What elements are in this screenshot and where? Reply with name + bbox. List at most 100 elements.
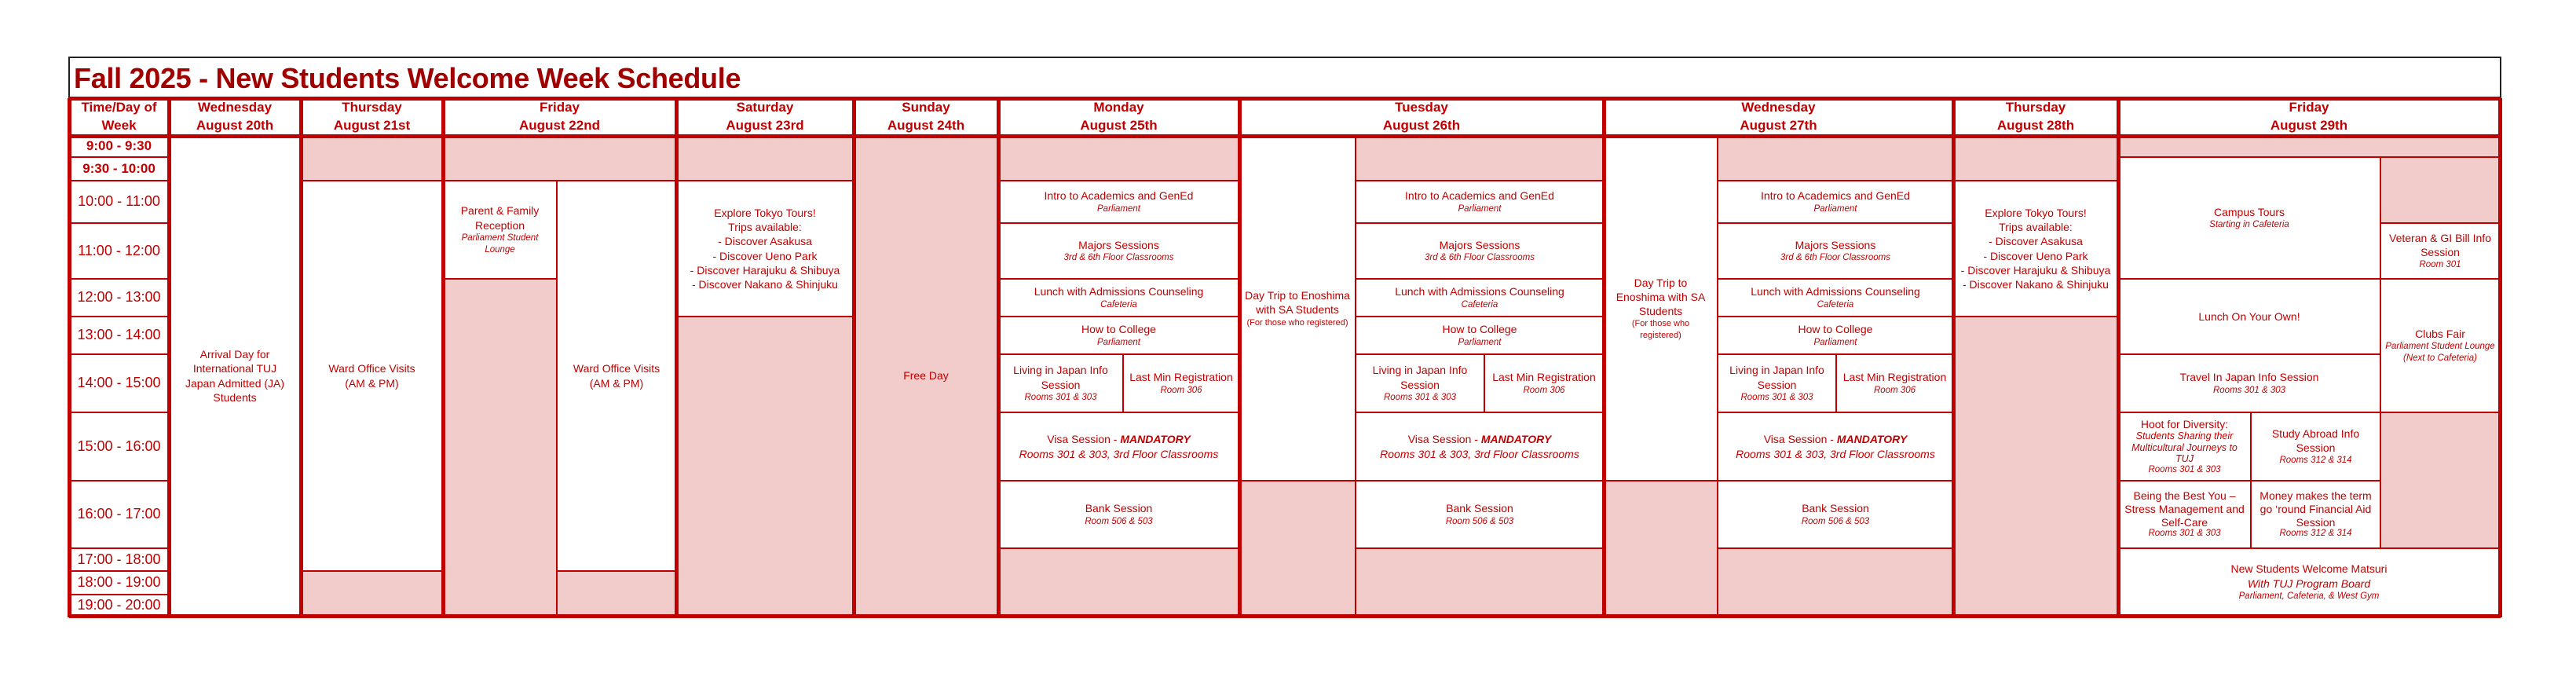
event-title: Bank Session — [1446, 502, 1513, 515]
event-title: Clubs Fair — [2415, 327, 2465, 340]
event-location: 3rd & 6th Floor Classrooms — [1780, 253, 1890, 263]
event-line: - Discover Ueno Park — [712, 249, 818, 262]
event-line: - Discover Harajuku & Shibuya — [690, 263, 840, 276]
event-title-text: Visa Session - — [1047, 433, 1121, 446]
event-location: Room 306 — [1873, 385, 1916, 395]
event-location: Rooms 312 & 314 — [2279, 456, 2352, 466]
event-location: Rooms 301 & 303 — [1383, 392, 1457, 402]
event-note: (For those who registered) — [1631, 319, 1690, 340]
event-location: Parliament — [1458, 337, 1502, 347]
column-divider — [68, 98, 71, 617]
event-title: Day Trip to Enoshima with SA Students — [1615, 276, 1706, 318]
event-best-you: Being the Best You – Stress Management a… — [2118, 481, 2251, 548]
unavailable-block — [301, 571, 443, 616]
event-day-trip: Day Trip to Enoshima with SA Students(Fo… — [1604, 136, 1718, 481]
day-date: August 23rd — [726, 118, 804, 133]
column-divider — [675, 98, 679, 617]
day-name: Sunday — [902, 100, 950, 115]
event-location: Rooms 301 & 303 — [2148, 464, 2221, 474]
event-location: Rooms 301 & 303 — [1024, 392, 1097, 402]
unavailable-block — [676, 136, 854, 181]
column-divider — [997, 98, 1001, 617]
column-divider — [441, 98, 445, 617]
event-title: Lunch with Admissions Counseling — [1751, 285, 1920, 298]
day-name: Wednesday — [197, 100, 273, 115]
event-title: Intro to Academics and GenEd — [1044, 189, 1194, 203]
event-title: Bank Session — [1085, 502, 1153, 515]
event-ward-office: Ward Office Visits(AM & PM) — [557, 181, 676, 571]
event-title: Bank Session — [1802, 502, 1869, 515]
time-slot: 16:00 - 17:00 — [69, 481, 169, 548]
event-location: Rooms 301 & 303, 3rd Floor Classrooms — [1736, 447, 1935, 460]
event-title: How to College — [1442, 323, 1517, 336]
unavailable-block — [676, 317, 854, 616]
column-divider — [2498, 98, 2502, 617]
event-location: Parliament — [1813, 203, 1857, 214]
time-slot: 15:00 - 16:00 — [69, 412, 169, 481]
event-note: (Next to Cafeteria) — [2403, 353, 2477, 364]
event-title: Parent & Family Reception — [460, 204, 540, 232]
event-title: Living in Japan Info Session — [1013, 364, 1108, 391]
unavailable-block — [2380, 157, 2500, 223]
day-date: August 21st — [333, 118, 411, 133]
event-location: Rooms 301 & 303, 3rd Floor Classrooms — [1019, 447, 1219, 460]
event-location: Rooms 301 & 303, 3rd Floor Classrooms — [1380, 447, 1579, 460]
event-title: Hoot for Diversity: — [2140, 418, 2229, 431]
event-title: Day Trip to Enoshima with SA Students — [1245, 289, 1350, 317]
event-title: Visa Session - MANDATORY — [1764, 432, 1908, 446]
time-slot: 9:00 - 9:30 — [69, 136, 169, 157]
event-location: Parliament Student Lounge — [461, 232, 539, 254]
unavailable-block — [998, 136, 1239, 181]
column-divider — [2117, 98, 2120, 617]
unavailable-block — [1356, 548, 1604, 616]
event-title: Living in Japan Info Session — [1372, 364, 1468, 391]
event-line: Trips available: — [728, 221, 802, 234]
event-title: Majors Sessions — [1078, 238, 1159, 251]
day-name: Friday — [2289, 100, 2329, 115]
time-slot: 19:00 - 20:00 — [69, 595, 169, 616]
event-title: Ward Office Visits — [573, 362, 660, 375]
event-title: Study Abroad Info Session — [2271, 427, 2360, 455]
day-name: Monday — [1093, 100, 1144, 115]
event-location: 3rd & 6th Floor Classrooms — [1425, 253, 1535, 263]
bottom-border — [69, 614, 2501, 618]
time-slot: 13:00 - 14:00 — [69, 317, 169, 354]
time-slot: 10:00 - 11:00 — [69, 181, 169, 223]
unavailable-block — [1356, 136, 1604, 181]
unavailable-block — [1718, 548, 1953, 616]
day-name: Friday — [539, 100, 580, 115]
header-divider — [69, 97, 2501, 101]
event-explore-tokyo: Explore Tokyo Tours! Trips available: - … — [1953, 181, 2118, 317]
event-title: Last Min Registration — [1492, 371, 1596, 384]
unavailable-block — [443, 136, 676, 181]
event-location: Parliament — [1813, 337, 1857, 347]
event-title: Campus Tours — [2213, 205, 2285, 218]
event-note: (AM & PM) — [345, 376, 399, 390]
event-line: - Discover Asakusa — [718, 235, 812, 248]
event-hoot-diversity: Hoot for Diversity:Students Sharing thei… — [2118, 412, 2251, 481]
event-location: Starting in Cafeteria — [2209, 220, 2289, 230]
event-line: Trips available: — [1999, 221, 2073, 234]
event-location: Room 506 & 503 — [1801, 516, 1870, 526]
